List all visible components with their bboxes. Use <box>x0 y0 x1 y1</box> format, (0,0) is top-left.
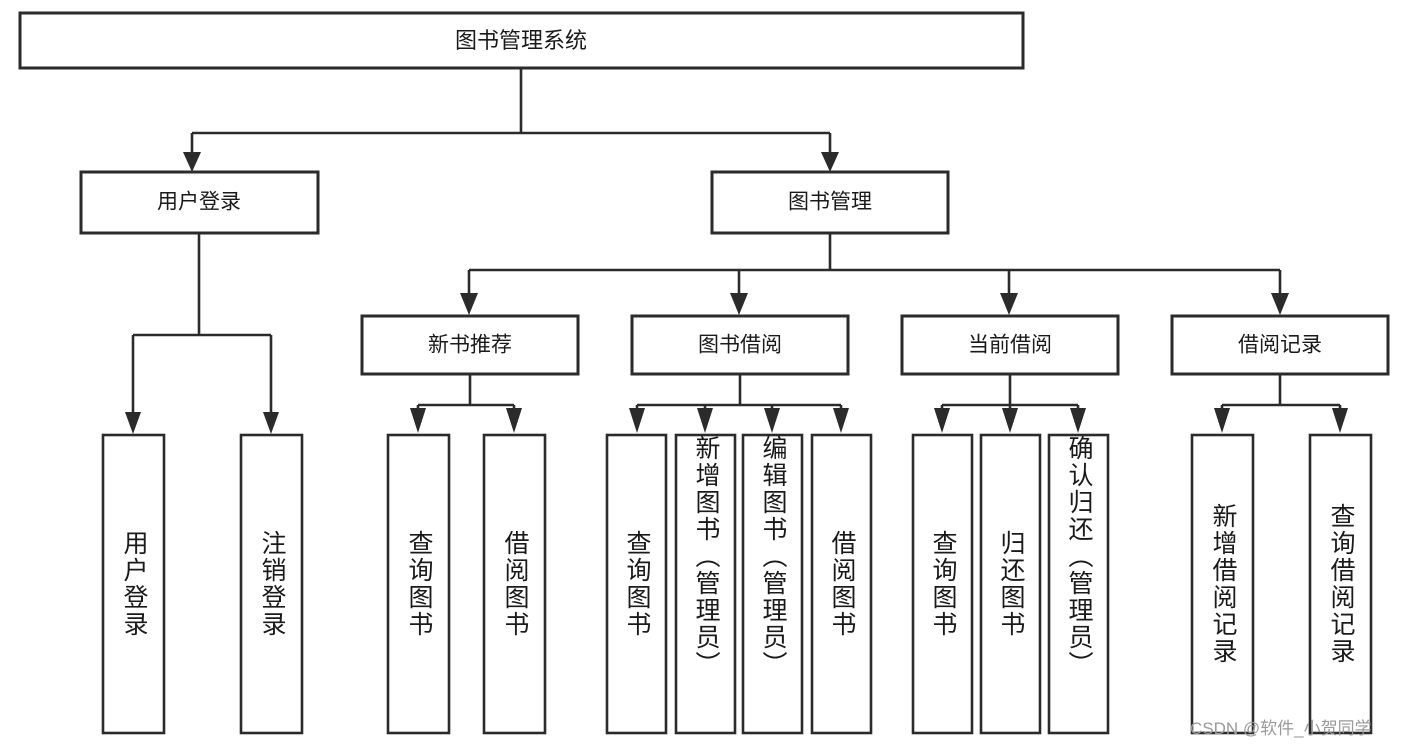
arrow-newbook-leaf1 <box>506 408 522 433</box>
node-current-borrow-box[interactable] <box>900 314 1120 376</box>
node-user-login-label: 用户登录 <box>157 191 241 214</box>
leaf-box-record-1[interactable] <box>1308 433 1373 735</box>
node-book-borrow-box[interactable] <box>630 314 850 376</box>
arrow-user-login-leaf0 <box>125 412 141 434</box>
node-book-borrow-label: 图书借阅 <box>698 334 782 357</box>
leaf-box-current-2[interactable] <box>1047 433 1110 735</box>
arrow-book-mgmt-c0 <box>460 293 478 315</box>
node-new-book-recommend[interactable]: 新书推荐 <box>360 314 580 376</box>
arrow-user-login-leaf1 <box>263 412 279 434</box>
node-user-login-box[interactable] <box>79 170 320 235</box>
node-root-label: 图书管理系统 <box>455 28 587 53</box>
arrow-book-mgmt-c2 <box>1000 293 1018 315</box>
leaf-box-borrow-1[interactable] <box>674 433 737 735</box>
node-new-book-recommend-box[interactable] <box>360 314 580 376</box>
leaf-box-user-login-0[interactable] <box>101 433 166 735</box>
arrow-newbook-leaf0 <box>410 408 426 433</box>
arrow-record-leaf1 <box>1332 408 1348 433</box>
leaf-box-borrow-2[interactable] <box>741 433 804 735</box>
connector-layer <box>125 68 1348 434</box>
leaf-box-current-1[interactable] <box>979 433 1042 735</box>
arrow-borrow-leaf3 <box>833 408 849 433</box>
leaf-box-user-login-1[interactable] <box>239 433 304 735</box>
arrow-current-leaf0 <box>934 408 950 433</box>
arrow-root-to-user-login <box>183 152 201 172</box>
node-book-management[interactable]: 图书管理 <box>710 170 950 235</box>
node-book-management-label: 图书管理 <box>788 191 872 214</box>
leaf-box-newbook-1[interactable] <box>482 433 547 735</box>
leaf-box-borrow-3[interactable] <box>810 433 873 735</box>
node-current-borrow[interactable]: 当前借阅 <box>900 314 1120 376</box>
arrow-current-leaf1 <box>1002 408 1018 433</box>
arrow-borrow-leaf0 <box>629 408 645 433</box>
arrow-book-mgmt-c1 <box>730 293 748 315</box>
arrow-borrow-leaf1 <box>697 408 713 433</box>
node-new-book-recommend-label: 新书推荐 <box>428 334 512 357</box>
node-root-system[interactable]: 图书管理系统 <box>18 11 1025 70</box>
node-borrow-record-label: 借阅记录 <box>1238 334 1322 357</box>
node-book-management-box[interactable] <box>710 170 950 235</box>
arrow-record-leaf0 <box>1214 408 1230 433</box>
node-borrow-record-box[interactable] <box>1170 314 1390 376</box>
arrow-root-to-book-mgmt <box>821 152 839 172</box>
node-user-login[interactable]: 用户登录 <box>79 170 320 235</box>
arrow-current-leaf2 <box>1070 408 1086 433</box>
leaf-box-current-0[interactable] <box>911 433 974 735</box>
arrow-borrow-leaf2 <box>764 408 780 433</box>
node-current-borrow-label: 当前借阅 <box>968 334 1052 357</box>
leaf-box-newbook-0[interactable] <box>386 433 451 735</box>
leaf-box-record-0[interactable] <box>1190 433 1255 735</box>
node-root-box[interactable] <box>18 11 1025 70</box>
node-borrow-record[interactable]: 借阅记录 <box>1170 314 1390 376</box>
leaf-box-borrow-0[interactable] <box>605 433 668 735</box>
node-book-borrow[interactable]: 图书借阅 <box>630 314 850 376</box>
arrow-book-mgmt-c3 <box>1271 293 1289 315</box>
